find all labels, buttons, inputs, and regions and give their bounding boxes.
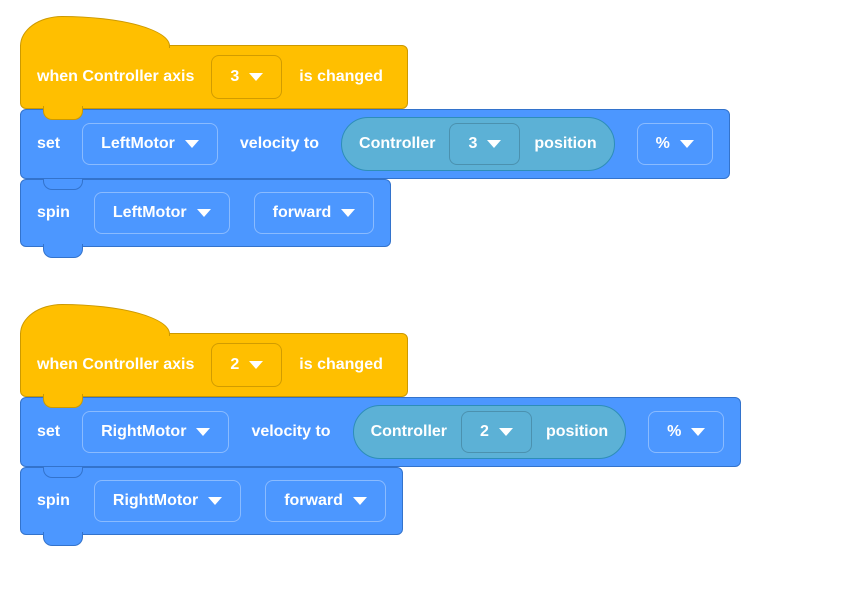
axis-dropdown[interactable]: 3 bbox=[211, 55, 283, 99]
hat-label-prefix: when Controller axis bbox=[37, 356, 195, 373]
unit-dropdown[interactable]: % bbox=[636, 123, 713, 165]
dropdown-arrow-icon bbox=[196, 209, 211, 217]
dropdown-arrow-icon bbox=[184, 140, 199, 148]
dropdown-arrow-icon bbox=[208, 497, 223, 505]
motor-value: LeftMotor bbox=[101, 135, 175, 152]
axis-value: 2 bbox=[230, 356, 240, 373]
dropdown-arrow-icon bbox=[679, 140, 694, 148]
unit-dropdown[interactable]: % bbox=[648, 411, 725, 453]
dropdown-arrow-icon bbox=[341, 209, 356, 217]
hat-label-prefix: when Controller axis bbox=[37, 68, 195, 85]
set-label: set bbox=[37, 423, 61, 440]
direction-dropdown[interactable]: forward bbox=[253, 192, 375, 234]
controller-position-reporter[interactable]: Controller 2 position bbox=[352, 405, 627, 459]
velocity-to-label: velocity to bbox=[251, 423, 331, 440]
direction-value: forward bbox=[284, 492, 343, 509]
motor-dropdown[interactable]: LeftMotor bbox=[93, 192, 230, 234]
block-notch bbox=[43, 179, 83, 190]
dropdown-arrow-icon bbox=[691, 428, 706, 436]
reporter-axis-value: 3 bbox=[468, 135, 478, 152]
spin-label: spin bbox=[37, 204, 70, 221]
dropdown-arrow-icon bbox=[498, 428, 513, 436]
axis-dropdown[interactable]: 2 bbox=[211, 343, 283, 387]
controller-label: Controller bbox=[359, 135, 436, 152]
block-notch bbox=[43, 467, 83, 478]
dropdown-arrow-icon bbox=[352, 497, 367, 505]
dropdown-arrow-icon bbox=[249, 73, 264, 81]
hat-dome bbox=[20, 16, 170, 48]
when-controller-axis-changed-hat-block[interactable]: when Controller axis 2 is changed bbox=[20, 304, 408, 408]
position-label: position bbox=[545, 423, 609, 440]
direction-value: forward bbox=[272, 204, 332, 221]
unit-value: % bbox=[655, 135, 670, 152]
motor-value: RightMotor bbox=[101, 423, 187, 440]
dropdown-arrow-icon bbox=[196, 428, 211, 436]
hat-bottom-tab bbox=[43, 106, 83, 120]
set-velocity-block[interactable]: set RightMotor velocity to Controller 2 … bbox=[20, 397, 742, 467]
stack-bottom-tab bbox=[43, 532, 83, 546]
hat-dome bbox=[20, 304, 170, 336]
when-controller-axis-changed-hat-block[interactable]: when Controller axis 3 is changed bbox=[20, 16, 408, 120]
reporter-axis-dropdown[interactable]: 2 bbox=[461, 411, 532, 453]
reporter-axis-value: 2 bbox=[480, 423, 489, 440]
unit-value: % bbox=[667, 423, 682, 440]
set-label: set bbox=[37, 135, 61, 152]
position-label: position bbox=[534, 135, 597, 152]
spin-label: spin bbox=[37, 492, 70, 509]
dropdown-arrow-icon bbox=[249, 361, 264, 369]
controller-position-reporter[interactable]: Controller 3 position bbox=[341, 117, 615, 171]
controller-label: Controller bbox=[370, 423, 448, 440]
script-stack-right-motor: when Controller axis 2 is changed set Ri… bbox=[20, 304, 742, 546]
motor-dropdown[interactable]: LeftMotor bbox=[82, 123, 218, 165]
dropdown-arrow-icon bbox=[487, 140, 502, 148]
spin-block[interactable]: spin LeftMotor forward bbox=[20, 179, 392, 258]
motor-dropdown[interactable]: RightMotor bbox=[82, 411, 230, 453]
hat-bottom-tab bbox=[43, 394, 83, 408]
velocity-to-label: velocity to bbox=[239, 135, 320, 152]
motor-value: LeftMotor bbox=[112, 204, 187, 221]
stack-bottom-tab bbox=[43, 244, 83, 258]
reporter-axis-dropdown[interactable]: 3 bbox=[449, 123, 521, 165]
axis-value: 3 bbox=[230, 68, 240, 85]
hat-label-suffix: is changed bbox=[299, 356, 383, 373]
hat-label-suffix: is changed bbox=[299, 68, 383, 85]
motor-dropdown[interactable]: RightMotor bbox=[93, 480, 242, 522]
set-velocity-block[interactable]: set LeftMotor velocity to Controller 3 p… bbox=[20, 109, 730, 179]
script-stack-left-motor: when Controller axis 3 is changed set Le… bbox=[20, 16, 730, 258]
direction-dropdown[interactable]: forward bbox=[265, 480, 386, 522]
spin-block[interactable]: spin RightMotor forward bbox=[20, 467, 403, 546]
motor-value: RightMotor bbox=[112, 492, 199, 509]
